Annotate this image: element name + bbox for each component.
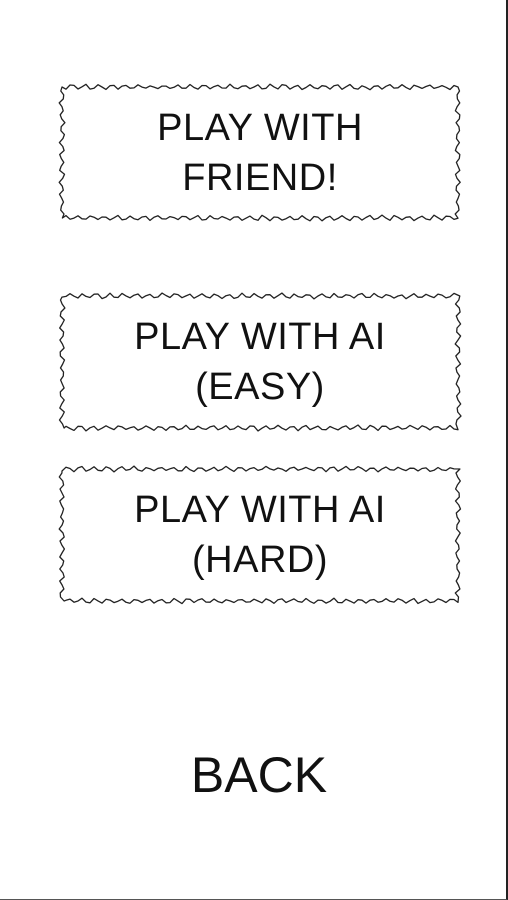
button-label-line-2: FRIEND! [182, 156, 338, 199]
wavy-button-frame [58, 83, 461, 222]
play-with-ai-easy-label: PLAY WITH AI (EASY) [60, 294, 460, 430]
back-button[interactable]: BACK [190, 747, 328, 803]
play-with-friend-label: PLAY WITH FRIEND! [60, 85, 460, 220]
play-with-ai-hard-button[interactable]: PLAY WITH AI (HARD) [58, 465, 462, 605]
wavy-button-frame [58, 465, 462, 605]
button-label-line-2: (HARD) [192, 539, 328, 581]
play-with-friend-button[interactable]: PLAY WITH FRIEND! [58, 83, 461, 222]
button-label-line-1: PLAY WITH [157, 106, 363, 149]
play-with-ai-hard-label: PLAY WITH AI (HARD) [60, 467, 460, 603]
wavy-button-frame [58, 292, 462, 432]
button-label-line-2: (EASY) [195, 366, 325, 408]
play-with-ai-easy-button[interactable]: PLAY WITH AI (EASY) [58, 292, 462, 432]
button-label-line-1: PLAY WITH AI [134, 489, 386, 531]
button-label-line-1: PLAY WITH AI [134, 316, 386, 358]
